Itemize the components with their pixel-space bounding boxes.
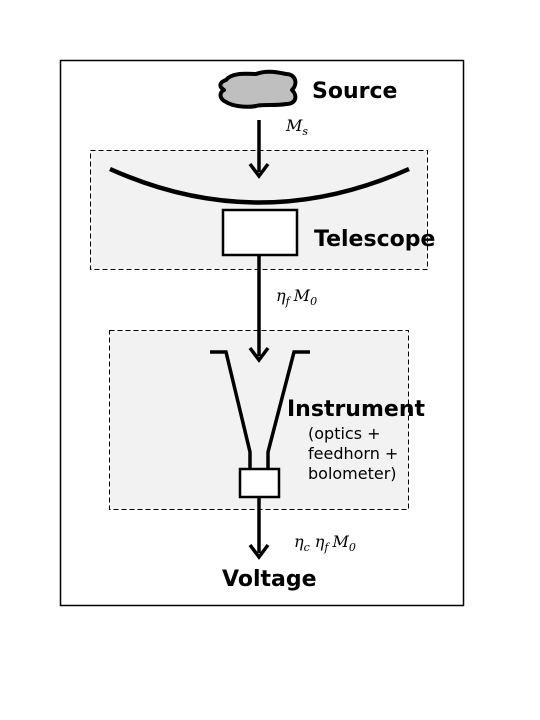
arrowhead-telescope-to-instrument — [248, 346, 270, 363]
telescope-dish — [109, 166, 410, 205]
outer-frame — [59, 59, 465, 607]
telescope-receiver — [221, 208, 299, 257]
voltage-label: Voltage — [222, 567, 317, 592]
source-label: Source — [312, 79, 397, 104]
instrument-description-line-1: (optics + — [308, 424, 381, 443]
feedhorn-right-wall — [266, 350, 310, 468]
arrowhead-instrument-to-voltage — [248, 543, 270, 560]
source-cloud-icon — [218, 69, 298, 109]
telescope-label: Telescope — [314, 227, 435, 252]
instrument-label: Instrument — [287, 397, 425, 422]
bolometer-box — [238, 467, 281, 499]
arrowhead-source-to-telescope — [248, 162, 270, 179]
feedhorn-left-wall — [210, 350, 252, 468]
source-flux-label: Ms — [285, 116, 308, 138]
instrument-description-line-2: feedhorn + — [308, 444, 398, 463]
instrument-description-line-3: bolometer) — [308, 464, 397, 483]
